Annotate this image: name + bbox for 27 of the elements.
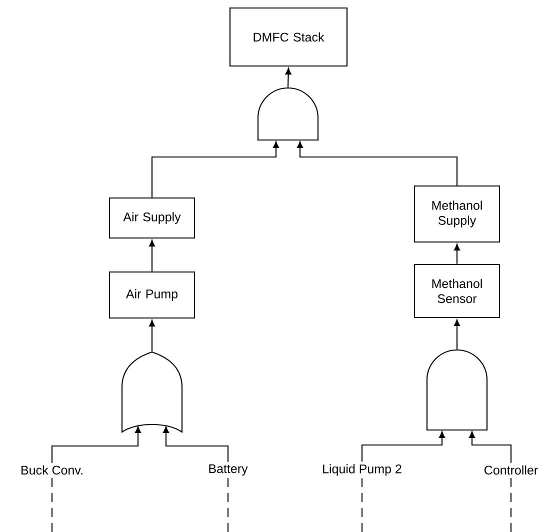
arrow [149, 240, 156, 272]
arrow [454, 319, 460, 350]
arrow [162, 426, 229, 462]
connector-line [227, 478, 229, 532]
event-label: Controller [484, 465, 538, 475]
event-label: Liquid Pump 2 [323, 464, 402, 476]
arrow [51, 426, 142, 463]
arrow [469, 431, 512, 463]
event-box: Air Supply [108, 197, 196, 239]
event-label: Battery [209, 464, 248, 476]
event-box: Methanol Sensor [414, 264, 500, 318]
and-gate [426, 349, 488, 431]
connector-line [361, 478, 363, 532]
arrow [149, 320, 156, 352]
or-gate [121, 351, 183, 433]
arrow [285, 68, 292, 88]
connector-line [51, 477, 53, 532]
and-gate [257, 87, 319, 141]
arrow [361, 431, 445, 462]
event-box: Air Pump [108, 271, 196, 319]
arrow [454, 244, 460, 264]
event-label: Buck Conv. [22, 465, 82, 475]
event-box: Methanol Supply [414, 185, 500, 243]
arrow [151, 141, 279, 198]
connector-line [510, 477, 512, 532]
arrow [297, 141, 458, 186]
event-box: DMFC Stack [229, 7, 348, 67]
